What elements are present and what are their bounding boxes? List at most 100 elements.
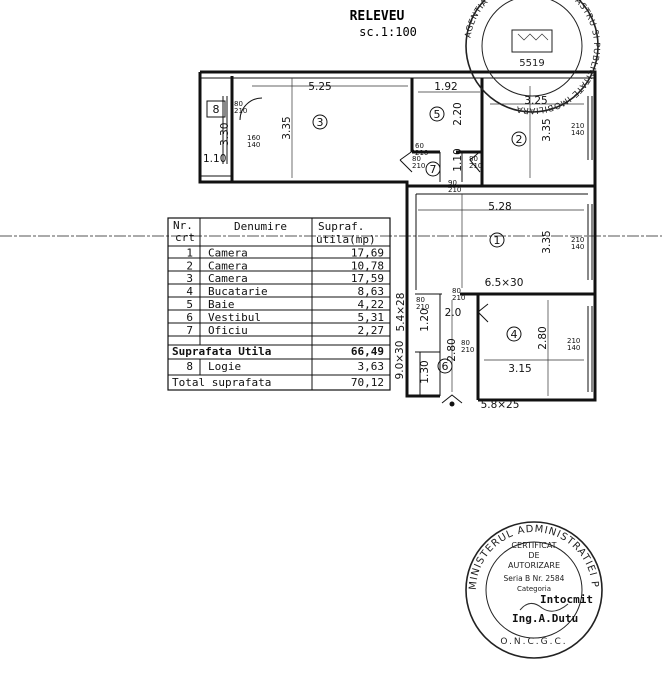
table-subtotal-area: 66,49 [351, 345, 384, 358]
dim-extra-3: 9.0×30 [394, 341, 406, 380]
stamp-bottom-org: O.N.C.G.C. [500, 637, 567, 647]
table-header-nr-1: Nr. [173, 219, 193, 232]
window-mark-4-bottom: 140 [567, 344, 580, 352]
dim-room2-length: 3.35 [541, 118, 553, 141]
window-mark-2-bottom: 140 [571, 129, 584, 137]
door-mark-1-bottom: 210 [452, 294, 465, 302]
table-row-nr: 7 [186, 324, 193, 337]
dim-room8-width: 1.10 [203, 153, 226, 165]
room-dimensions: 3.30 1.10 5.25 3.35 1.92 2.20 3.25 3.35 … [203, 81, 553, 411]
window-mark-1-top: 210 [571, 236, 584, 244]
table-row-nr: 5 [186, 298, 193, 311]
author-role: Intocmit [540, 593, 593, 606]
window-mark-3-top: 160 [247, 134, 260, 142]
dim-room4-width: 3.15 [508, 363, 531, 375]
plan-walls [198, 70, 597, 407]
door-mark-6-top: 80 [416, 296, 425, 304]
table-row-area: 8,63 [358, 285, 385, 298]
table-row-name: Bucatarie [208, 285, 268, 298]
door-mark-7l-top: 80 [412, 155, 421, 163]
door-mark-7l-bottom: 210 [412, 162, 425, 170]
room-numbers: 8 3 5 2 7 1 4 6 [206, 100, 527, 374]
door-mark-6-bottom: 210 [416, 303, 429, 311]
stamp-bottom-line4: Seria B Nr. 2584 [504, 574, 565, 583]
dim-room6-extra: 1.30 [419, 360, 431, 383]
author-name: Ing.A.Dutu [512, 612, 578, 625]
signature [519, 603, 569, 612]
door-mark-5-bottom: 210 [415, 149, 428, 157]
table-row-area: 17,69 [351, 246, 384, 259]
dim-extra-2: 5.4×28 [395, 293, 407, 332]
dim-room3-width: 5.25 [308, 81, 331, 93]
dim-room1-length: 3.35 [541, 230, 553, 253]
window-mark-1-bottom: 140 [571, 243, 584, 251]
table-row-nr: 2 [186, 259, 193, 272]
drawing-title: RELEVEU [350, 9, 405, 24]
room-number-3: 3 [317, 116, 324, 129]
door-mark-7b-top: 90 [448, 179, 457, 187]
table-header-area-1: Supraf. [318, 220, 364, 233]
window-mark-3-bottom: 140 [247, 141, 260, 149]
table-total-area: 70,12 [351, 376, 384, 389]
dim-room3-length: 3.35 [281, 116, 293, 139]
table-header-nr-2: crt [175, 231, 195, 244]
dim-wall: 2.0 [445, 307, 462, 319]
door-mark-3-top: 80 [234, 100, 243, 108]
table-subtotal-label: Suprafata Utila [172, 345, 271, 358]
dim-room6-width: 1.20 [419, 308, 431, 331]
table-header-name: Denumire [234, 220, 287, 233]
table-row-name: Camera [208, 246, 248, 259]
door-mark-4-bottom: 210 [461, 346, 474, 354]
dim-extra-1: 6.5×30 [485, 277, 524, 289]
stamp-bottom-line2: DE [528, 551, 539, 560]
dim-room8-length: 3.30 [219, 123, 231, 146]
stamp-bottom-line3: AUTORIZARE [508, 561, 560, 570]
door-mark-3-bottom: 210 [234, 107, 247, 115]
room-number-8: 8 [213, 103, 220, 116]
table-row-nr: 6 [186, 311, 193, 324]
door-mark-4-top: 80 [461, 339, 470, 347]
stamp-bottom-line5: Categoria [517, 585, 551, 593]
table-row-name: Camera [208, 259, 248, 272]
window-mark-4-top: 210 [567, 337, 580, 345]
table-row-area: 5,31 [358, 311, 385, 324]
room-number-6: 6 [442, 360, 449, 373]
stamp-top-number: 5519 [519, 58, 544, 69]
table-row-area: 10,78 [351, 259, 384, 272]
dim-extra-4: 5.8×25 [481, 399, 520, 411]
table-row-nr: 4 [186, 285, 193, 298]
door-mark-7r-bottom: 210 [469, 162, 482, 170]
dim-room5-length: 2.20 [452, 102, 464, 125]
dim-room6-length: 2.80 [446, 338, 458, 361]
room-number-4: 4 [511, 328, 518, 341]
door-mark-7b-bottom: 210 [448, 186, 461, 194]
table-header-area-2: utila(mp) [316, 233, 376, 246]
table-extra-nr: 8 [186, 360, 193, 373]
table-extra-area: 3,63 [358, 360, 385, 373]
drawing-scale: sc.1:100 [359, 25, 417, 39]
table-total-label: Total suprafata [172, 376, 271, 389]
table-row-nr: 1 [186, 246, 193, 259]
table-row-area: 2,27 [358, 324, 385, 337]
door-mark-5-top: 60 [415, 142, 424, 150]
dim-room4-length: 2.80 [537, 326, 549, 349]
room-number-2: 2 [516, 133, 523, 146]
table-extra-name: Logie [208, 360, 241, 373]
dim-room5-width: 1.92 [434, 81, 457, 93]
dim-room7-height: 1.10 [452, 148, 464, 171]
table-row-area: 17,59 [351, 272, 384, 285]
room-number-5: 5 [434, 108, 441, 121]
door-mark-7r-top: 80 [469, 155, 478, 163]
room-number-7: 7 [430, 163, 437, 176]
table-row-nr: 3 [186, 272, 193, 285]
table-row-name: Vestibul [208, 311, 261, 324]
area-table [167, 217, 391, 391]
dim-room1-width: 5.28 [488, 201, 511, 213]
table-row-area: 4,22 [358, 298, 385, 311]
stamp-bottom-line1: CERTIFICAT [511, 541, 556, 550]
dim-room2-width: 3.25 [524, 95, 547, 107]
table-row-name: Camera [208, 272, 248, 285]
